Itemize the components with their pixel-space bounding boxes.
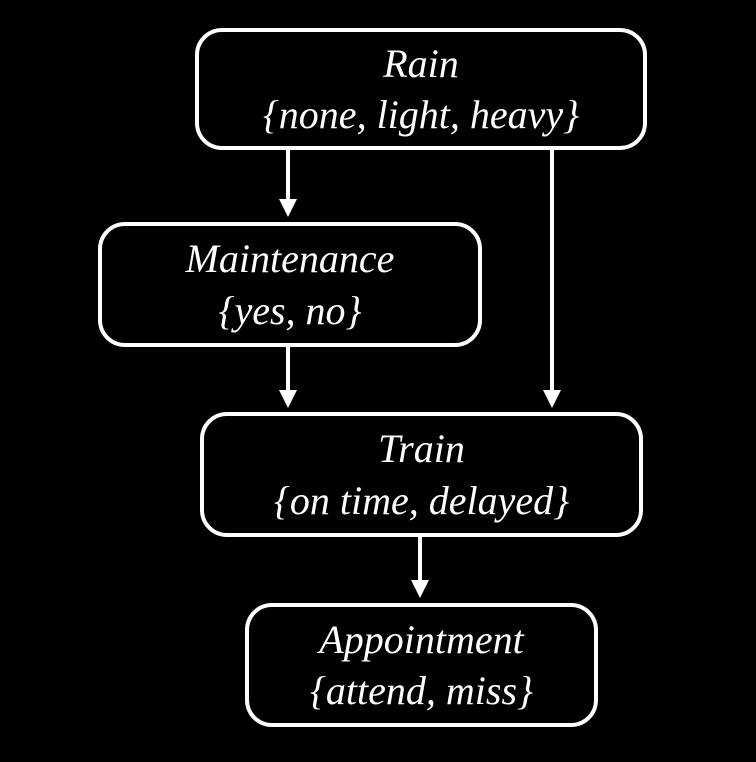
node-appointment-domain: {attend, miss} xyxy=(309,668,534,713)
node-train-name: Train xyxy=(378,426,465,472)
node-rain-name: Rain xyxy=(383,40,459,86)
node-rain-domain: {none, light, heavy} xyxy=(262,92,580,137)
edge-rain-train-arrowhead xyxy=(543,390,561,408)
node-maintenance-domain: {yes, no} xyxy=(218,287,362,333)
edge-maintenance-train-arrowhead xyxy=(279,390,297,408)
edge-train-appointment-arrowhead xyxy=(411,580,429,598)
node-appointment-name: Appointment xyxy=(319,616,524,662)
node-train-domain: {on time, delayed} xyxy=(273,477,570,523)
node-maintenance: Maintenance {yes, no} xyxy=(98,222,482,347)
node-rain: Rain {none, light, heavy} xyxy=(195,28,647,150)
node-maintenance-name: Maintenance xyxy=(185,236,395,282)
edge-rain-maintenance-arrowhead xyxy=(279,199,297,217)
node-train: Train {on time, delayed} xyxy=(200,412,643,537)
node-appointment: Appointment {attend, miss} xyxy=(245,603,598,727)
